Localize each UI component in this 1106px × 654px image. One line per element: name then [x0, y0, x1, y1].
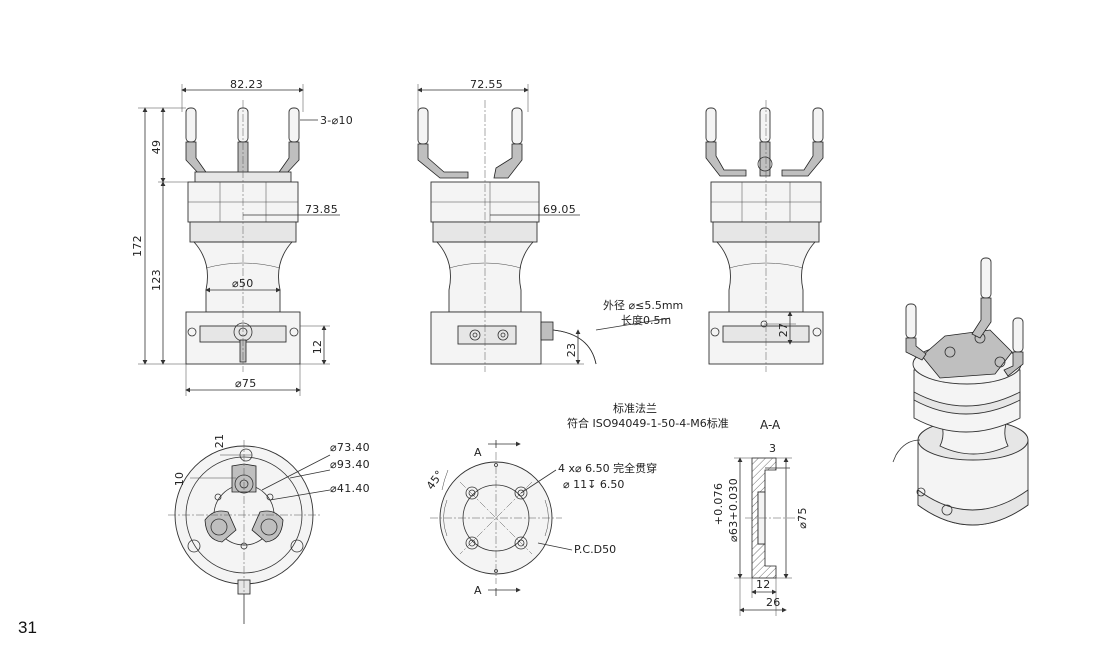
rear-view: 27	[705, 100, 824, 372]
bottom-view: ⌀73.40 ⌀93.40 ⌀41.40 21 10	[168, 434, 370, 624]
dim-section-3: 3	[769, 442, 776, 455]
dim-27: 27	[777, 323, 790, 338]
dim-base-diameter: ⌀75	[235, 377, 257, 390]
dim-72-55: 72.55	[470, 78, 503, 91]
dim-angle: 45°	[424, 468, 446, 492]
note-pcd: P.C.D50	[574, 543, 616, 556]
page-number: 31	[18, 618, 37, 637]
section-title: A-A	[760, 418, 781, 432]
dim-23: 23	[565, 343, 578, 358]
dim-neck-diameter: ⌀50	[232, 277, 254, 290]
dim-49: 49	[150, 140, 163, 155]
dim-section-26: 26	[766, 596, 781, 609]
flange-view: A A 45° 4 x⌀ 6.50 完全贯穿 ⌀ 11↧ 6.50 P.C.D5…	[424, 401, 729, 597]
dim-section-tol: +0.076	[712, 483, 725, 526]
dim-section-12: 12	[756, 578, 771, 591]
note-holes-2: ⌀ 11↧ 6.50	[563, 478, 624, 491]
section-view: A-A 3 +0.076 ⌀63+0.030 ⌀75 12 26	[712, 418, 809, 616]
note-cable-length: 长度0.5m	[621, 313, 671, 327]
dim-10: 10	[173, 472, 186, 487]
dim-73-85: 73.85	[305, 203, 338, 216]
dim-172: 172	[131, 235, 144, 257]
flange-title: 标准法兰	[613, 401, 657, 415]
dim-section-d75: ⌀75	[796, 507, 809, 529]
front-fingers	[185, 107, 300, 183]
dim-41-40: ⌀41.40	[330, 482, 370, 495]
dim-73-40: ⌀73.40	[330, 441, 370, 454]
section-mark-bottom: A	[474, 584, 482, 597]
dim-123: 123	[150, 269, 163, 291]
dim-82-23: 82.23	[230, 78, 263, 91]
side-view: 72.55 69.05 23 外径 ⌀≤5.5mm 长度0.5m	[417, 78, 683, 372]
dim-jaw-diameter: 3-⌀10	[320, 114, 353, 127]
dim-93-40: ⌀93.40	[330, 458, 370, 471]
front-view: 82.23 3-⌀10 172 49 123 73.85 ⌀50 ⌀75 12	[131, 78, 353, 396]
note-holes-1: 4 x⌀ 6.50 完全贯穿	[558, 461, 657, 475]
dim-section-d63: ⌀63+0.030	[727, 478, 740, 542]
section-mark-top: A	[474, 446, 482, 459]
note-cable-outer: 外径 ⌀≤5.5mm	[603, 299, 683, 312]
isometric-view	[892, 257, 1029, 526]
dim-12: 12	[311, 340, 324, 355]
flange-standard: 符合 ISO94049-1-50-4-M6标准	[567, 416, 729, 430]
dim-21: 21	[213, 434, 226, 449]
dim-69-05: 69.05	[543, 203, 576, 216]
